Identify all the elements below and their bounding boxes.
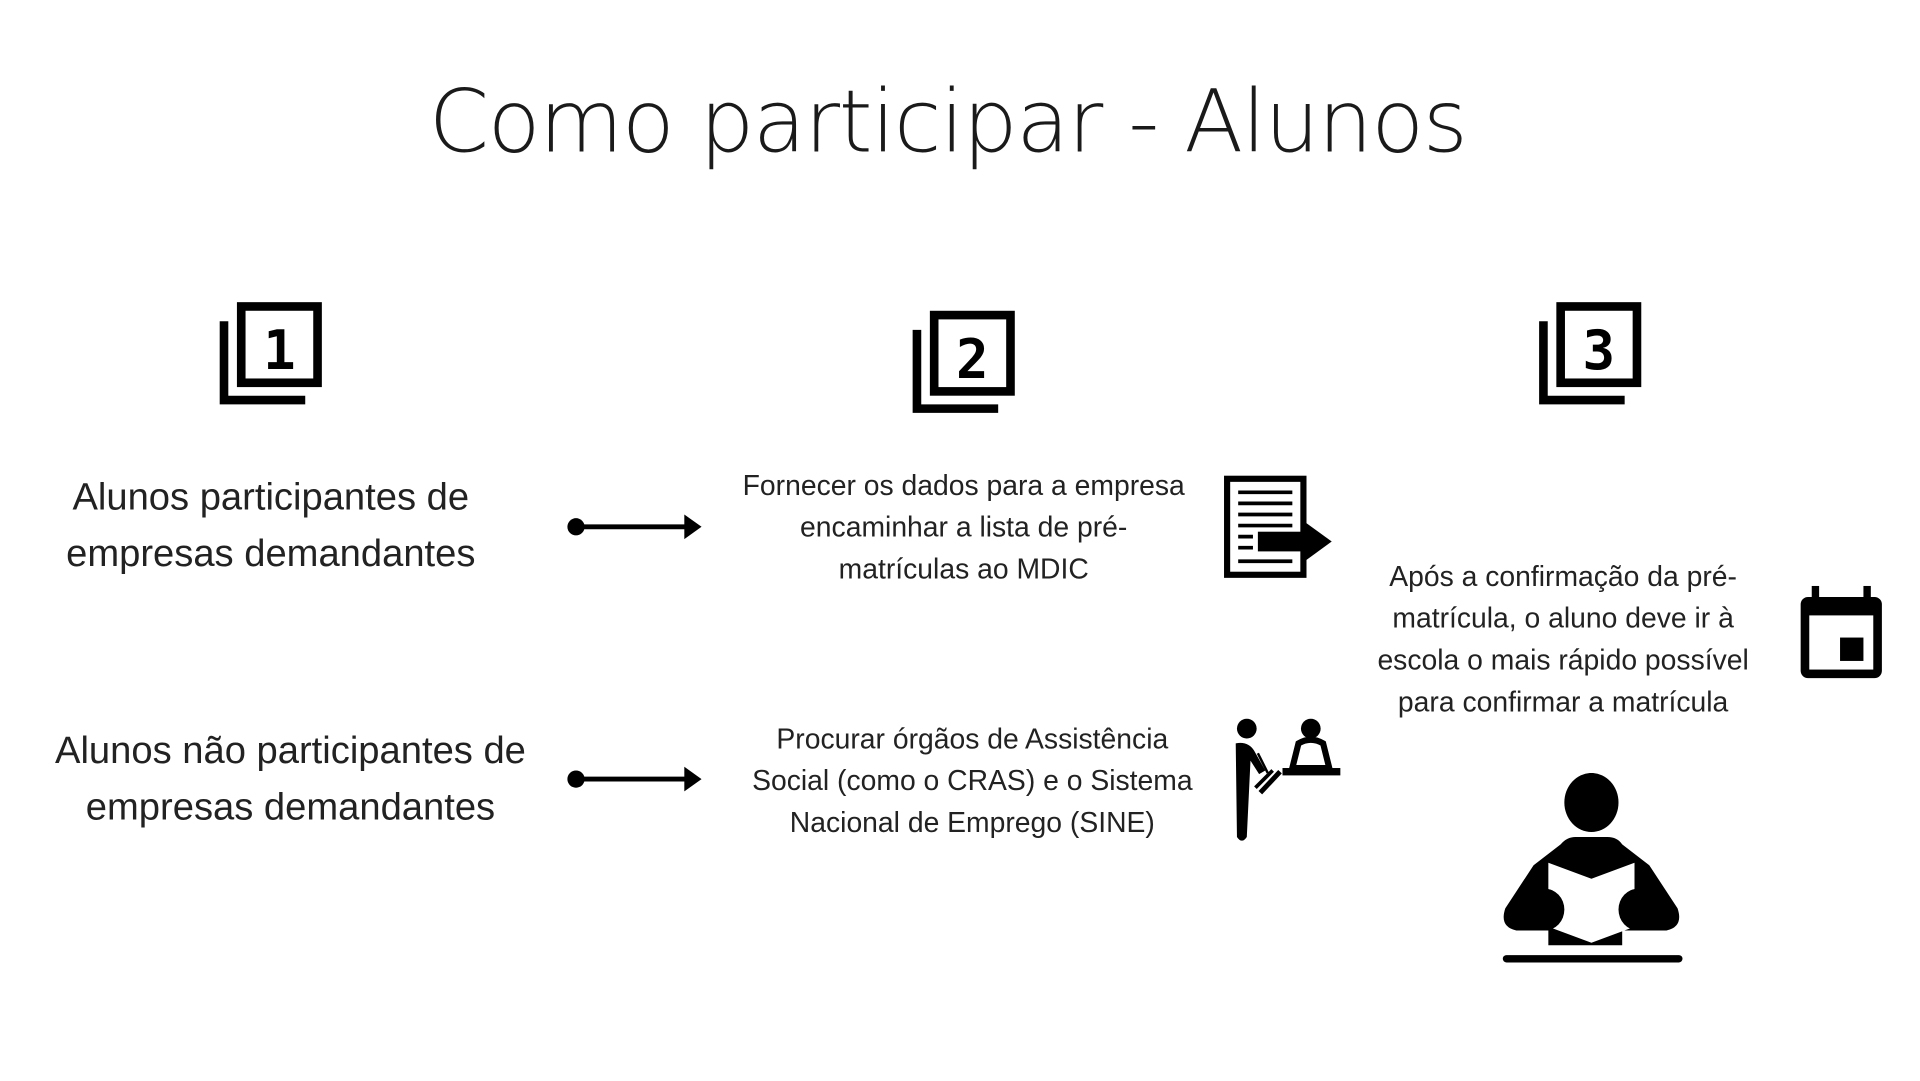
social-service-icon (1235, 718, 1341, 841)
student-reading-icon (1502, 772, 1683, 963)
arrow-right-icon (567, 766, 702, 792)
step-1-number: 1 (263, 319, 296, 382)
step-2-number: 2 (956, 328, 989, 391)
document-send-icon (1224, 475, 1332, 578)
step-1-icon: 1 (219, 302, 322, 405)
arrow-right-icon (567, 514, 702, 540)
non-participants-label: Alunos não participantes de empresas dem… (55, 728, 526, 829)
participants-label: Alunos participantes de empresas demanda… (66, 475, 476, 575)
provide-data-text: Fornecer os dados para a empresa encamin… (742, 468, 1185, 585)
confirm-enrollment-text: Após a confirmação da pré-matrícula, o a… (1377, 560, 1749, 718)
page-title: Como participar - Alunos (428, 71, 1468, 173)
step-3-number: 3 (1583, 319, 1616, 382)
seek-assistance-text: Procurar órgãos de Assistência Social (c… (752, 722, 1193, 839)
calendar-icon (1800, 585, 1882, 679)
step-3-icon: 3 (1539, 302, 1642, 405)
step-2-icon: 2 (912, 310, 1015, 413)
